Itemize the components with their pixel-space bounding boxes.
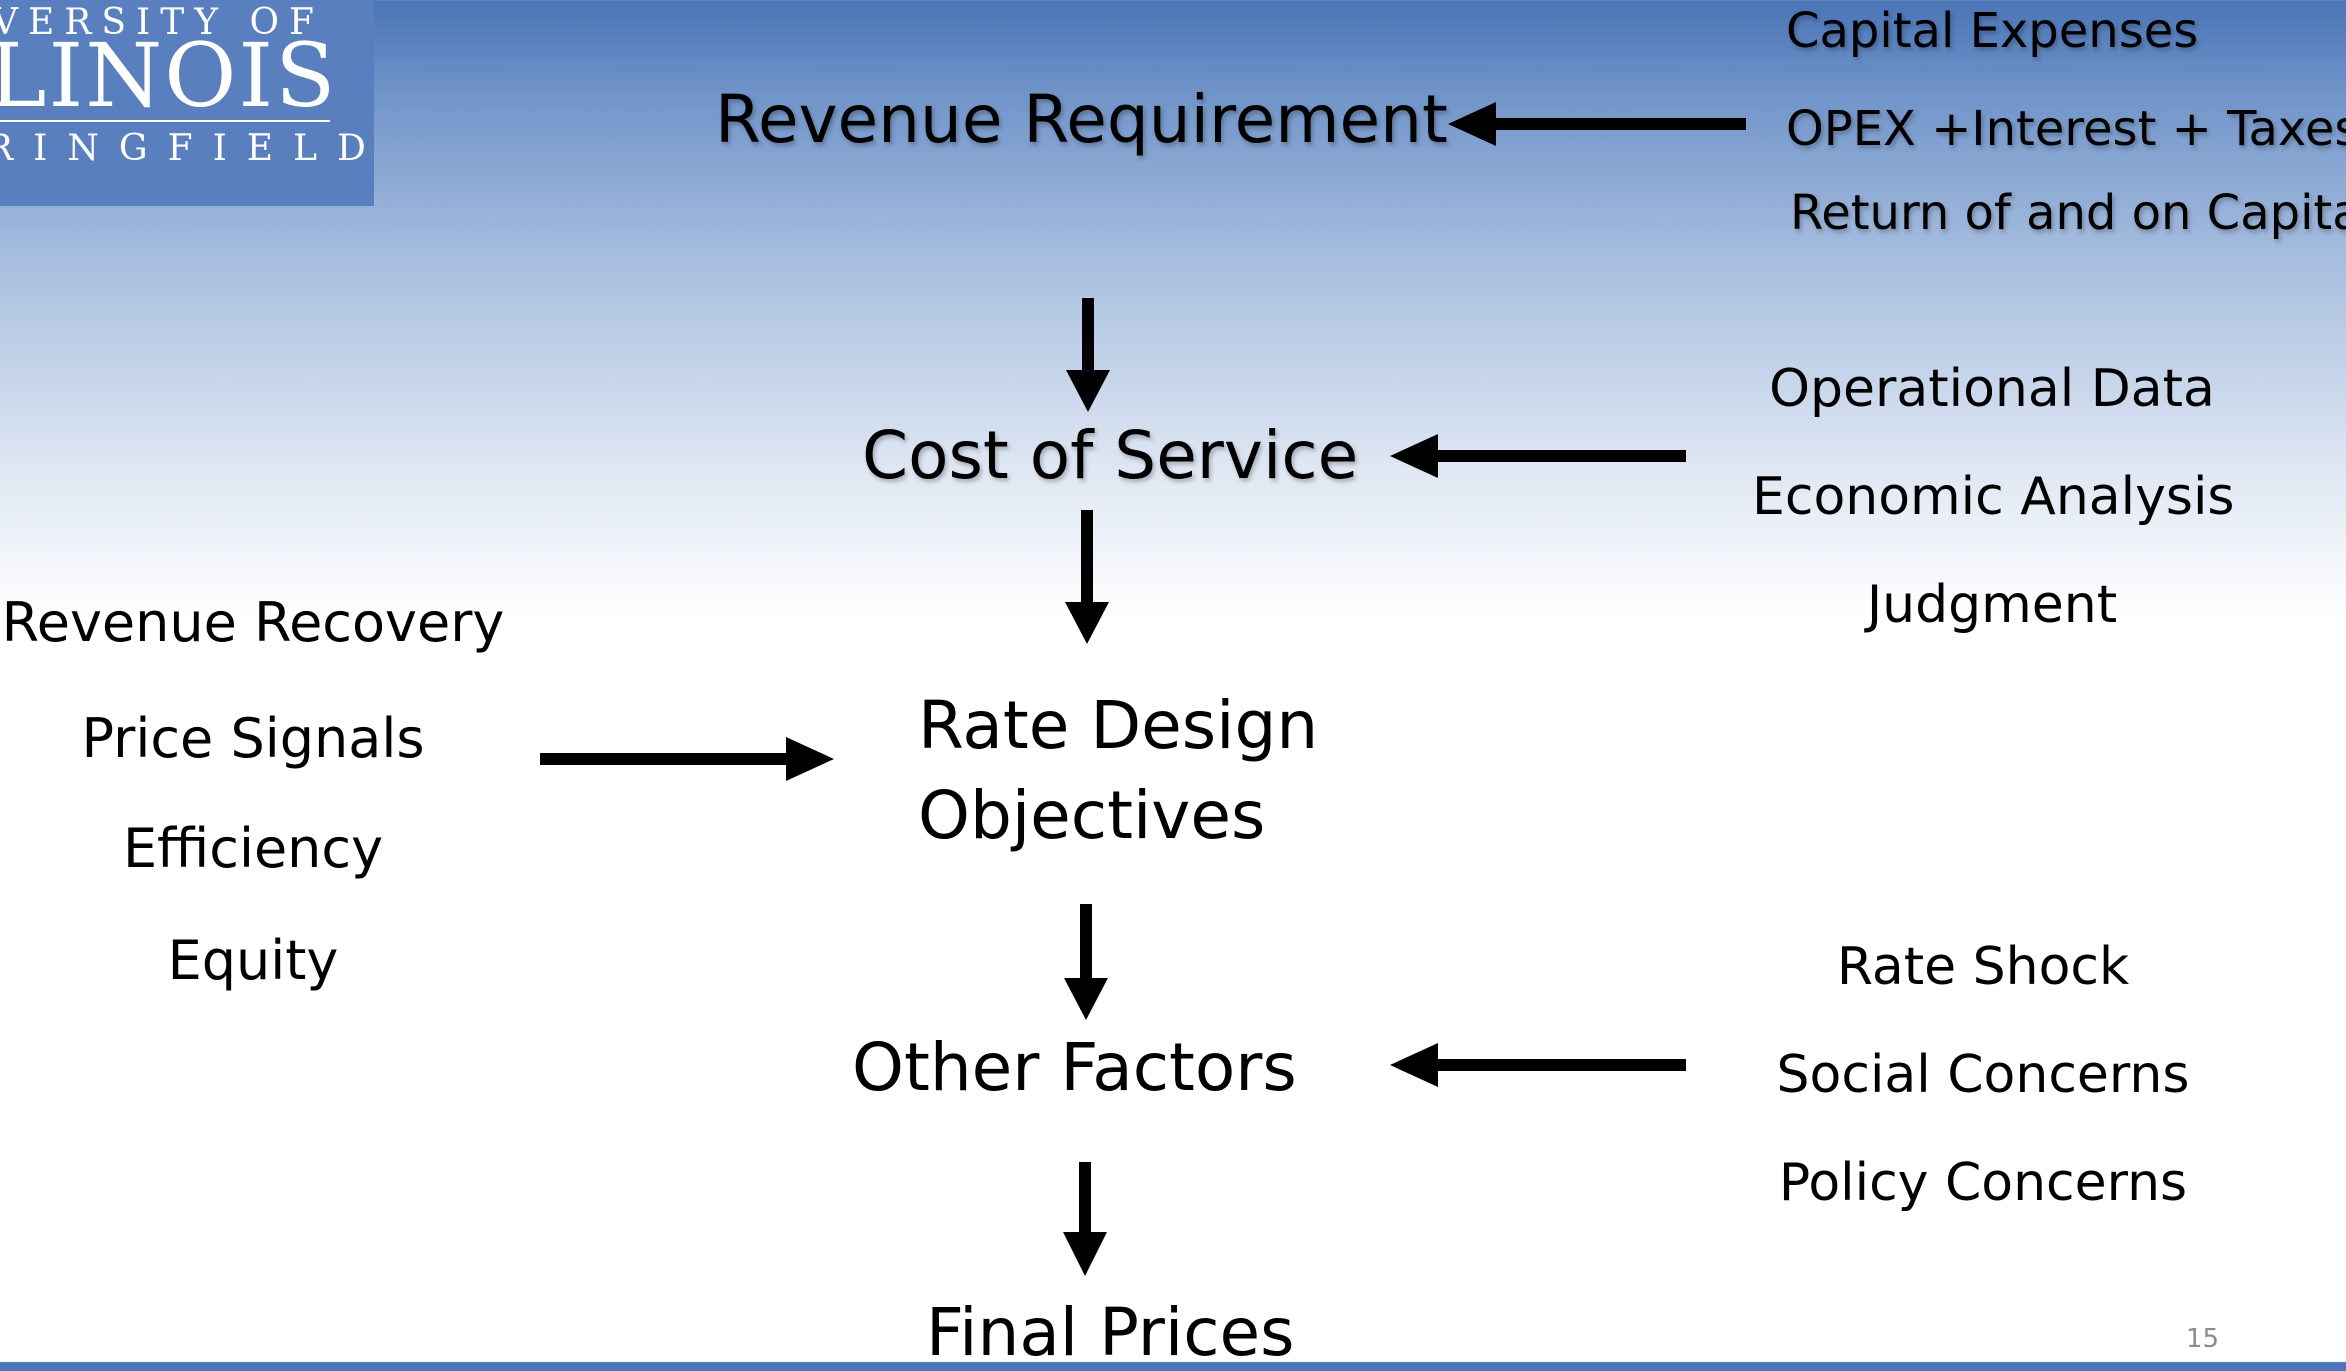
input-capital-expenses: Capital Expenses <box>1786 3 2199 59</box>
input-equity: Equity <box>167 929 339 992</box>
arrow-down-other-to-final <box>1063 1162 1107 1276</box>
node-rate-design-line-1: Rate Design <box>918 687 1319 764</box>
node-revenue-requirement: Revenue Requirement <box>715 81 1448 158</box>
input-opex-interest-taxes: OPEX +Interest + Taxes <box>1786 101 2346 157</box>
node-cost-of-service: Cost of Service <box>862 417 1359 494</box>
input-judgment: Judgment <box>1866 575 2118 635</box>
arrow-down-cost-to-rate-design <box>1065 510 1109 644</box>
node-rate-design-line-2: Objectives <box>918 777 1266 854</box>
node-final-prices: Final Prices <box>926 1294 1295 1371</box>
input-rate-shock: Rate Shock <box>1836 937 2130 997</box>
arrow-right-to-rate-design <box>540 737 834 781</box>
input-efficiency: Efficiency <box>122 817 384 880</box>
arrow-left-to-revenue-requirement <box>1448 102 1746 146</box>
input-return-of-capital: Return of and on Capital <box>1790 185 2346 241</box>
logo-rule <box>0 120 330 122</box>
arrow-down-revenue-to-cost <box>1066 298 1110 412</box>
node-other-factors: Other Factors <box>852 1029 1297 1106</box>
arrow-left-to-cost-of-service <box>1390 434 1686 478</box>
input-economic-analysis: Economic Analysis <box>1752 467 2235 527</box>
input-operational-data: Operational Data <box>1769 359 2215 419</box>
input-social-concerns: Social Concerns <box>1776 1045 2190 1105</box>
logo-line-3: RINGFIELD <box>0 128 374 169</box>
input-price-signals: Price Signals <box>81 707 425 770</box>
page-number: 15 <box>2186 1324 2220 1354</box>
logo-line-2: LINOIS <box>0 24 338 127</box>
university-logo: VERSITY OF LINOIS RINGFIELD <box>0 0 374 206</box>
input-revenue-recovery: Revenue Recovery <box>1 591 505 654</box>
input-policy-concerns: Policy Concerns <box>1778 1153 2188 1213</box>
logo-line-1: VERSITY OF <box>0 2 324 43</box>
arrow-left-to-other-factors <box>1390 1043 1686 1087</box>
arrow-down-rate-design-to-other <box>1064 904 1108 1020</box>
